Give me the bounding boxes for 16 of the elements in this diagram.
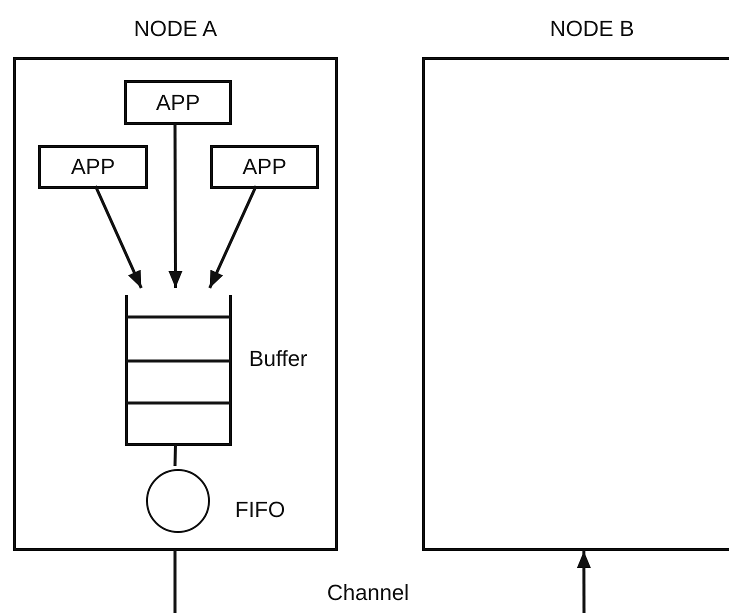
- node-heading: NODE B: [548, 16, 636, 42]
- app-box: [124, 80, 232, 125]
- app-box: [38, 145, 148, 189]
- node-caption: Buffer: [249, 346, 308, 372]
- box-label: APP: [154, 90, 202, 116]
- arrow: [94, 185, 143, 289]
- arrow: [168, 122, 182, 288]
- box-label: APP: [241, 154, 288, 180]
- app-box: [210, 145, 319, 189]
- arrow: [576, 551, 591, 613]
- channel-label: Channel: [327, 580, 409, 606]
- connector-line: [174, 551, 177, 613]
- node-heading: NODE A: [132, 16, 218, 42]
- box-label: APP: [70, 154, 116, 180]
- node-caption: FIFO: [235, 497, 286, 523]
- arrow: [208, 185, 258, 289]
